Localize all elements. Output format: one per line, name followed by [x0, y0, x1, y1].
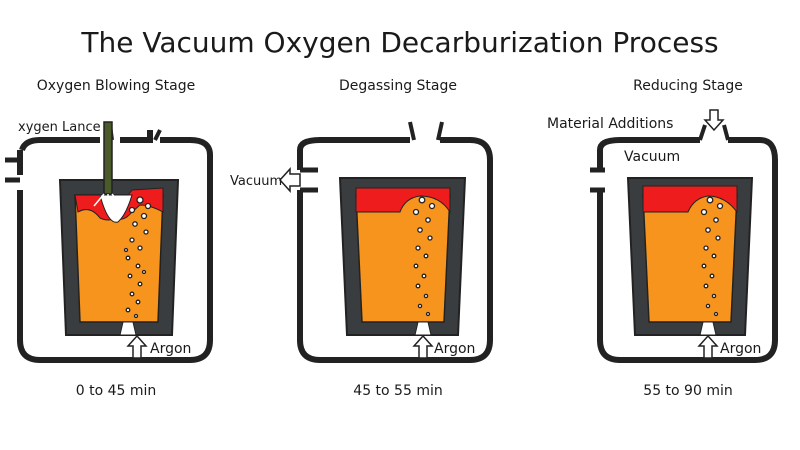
- stage-3-additions-arrow: [703, 109, 725, 132]
- stage-2-time: 45 to 55 min: [353, 383, 442, 399]
- stage-3-time: 55 to 90 min: [643, 383, 732, 399]
- stage-3-argon-label: Argon: [720, 341, 761, 357]
- stage-reducing: Reducing Stage Argon Material Additions …: [547, 78, 778, 399]
- stage-1-argon-arrow: [126, 334, 148, 359]
- stage-3-slag: [642, 185, 738, 214]
- stage-2-argon-label: Argon: [434, 341, 475, 357]
- stage-1-argon-label: Argon: [150, 341, 191, 357]
- stage-oxygen-blowing: Oxygen Blowing Stage: [5, 78, 213, 399]
- stage-2-vacuum-label: Vacuum: [230, 174, 282, 189]
- stage-3-additions-label: Material Additions: [547, 116, 673, 132]
- stage-1-time: 0 to 45 min: [76, 383, 157, 399]
- stage-3-name: Reducing Stage: [633, 78, 743, 94]
- stage-3-chamber: [597, 137, 778, 363]
- stage-2-argon-arrow: [412, 334, 434, 359]
- stage-2-slag: [355, 187, 451, 214]
- stage-2-vacuum-arrow: [278, 167, 301, 193]
- stage-3-bubbles: [700, 196, 724, 317]
- diagram-title: The Vacuum Oxygen Decarburization Proces…: [80, 26, 718, 59]
- stage-2-steel-melt: [355, 194, 451, 323]
- stage-2-chamber: [297, 137, 493, 363]
- stage-3-argon-arrow: [697, 334, 719, 359]
- stage-1-name: Oxygen Blowing Stage: [37, 78, 195, 94]
- stage-3-vacuum-label: Vacuum: [624, 149, 680, 165]
- stage-2-bubbles: [412, 196, 436, 317]
- stage-1-lance-label: xygen Lance: [18, 120, 101, 135]
- stage-degassing: Degassing Stage Argon Vacuum 45 to 55 mi…: [230, 78, 493, 399]
- stage-1-bubbles: [123, 196, 152, 319]
- stage-3-steel-melt: [642, 194, 738, 323]
- stage-2-name: Degassing Stage: [339, 78, 457, 94]
- stage-1-oxygen-lance: [103, 121, 113, 195]
